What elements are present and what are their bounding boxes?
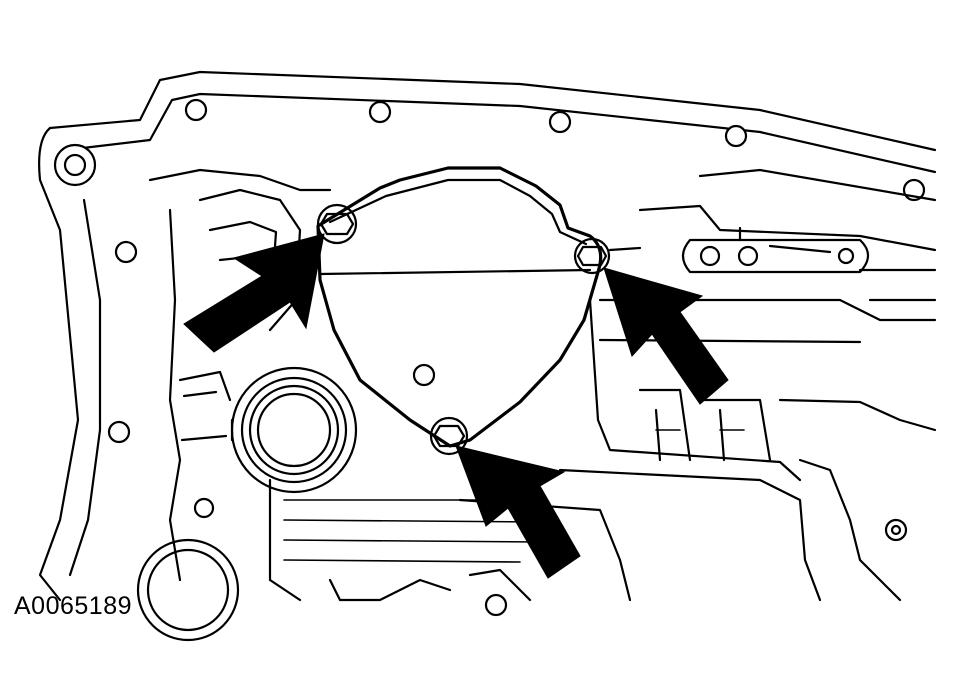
lower-gear-housing [136,497,908,642]
upper-left-bolt [316,203,358,245]
flange-bolt-hole [724,124,748,148]
arrow-icon [183,233,325,353]
flange-bolt-hole [184,98,208,122]
flange-bolt-hole [368,100,392,124]
case-bore [230,366,358,494]
linkage-bracket [681,226,870,274]
cover-plate-dowel-hole [412,363,436,387]
flange-bolt-hole [548,110,572,134]
case-interior [148,168,937,602]
right-bolt [573,237,611,275]
flange-bolt-hole [114,240,138,264]
figure-id-label: A0065189 [14,592,133,620]
arrow-icon [603,267,729,405]
case-flange [38,70,937,602]
arrow-icon [455,445,581,579]
cover-plate [316,166,603,448]
flange-bolt-hole [107,420,131,444]
